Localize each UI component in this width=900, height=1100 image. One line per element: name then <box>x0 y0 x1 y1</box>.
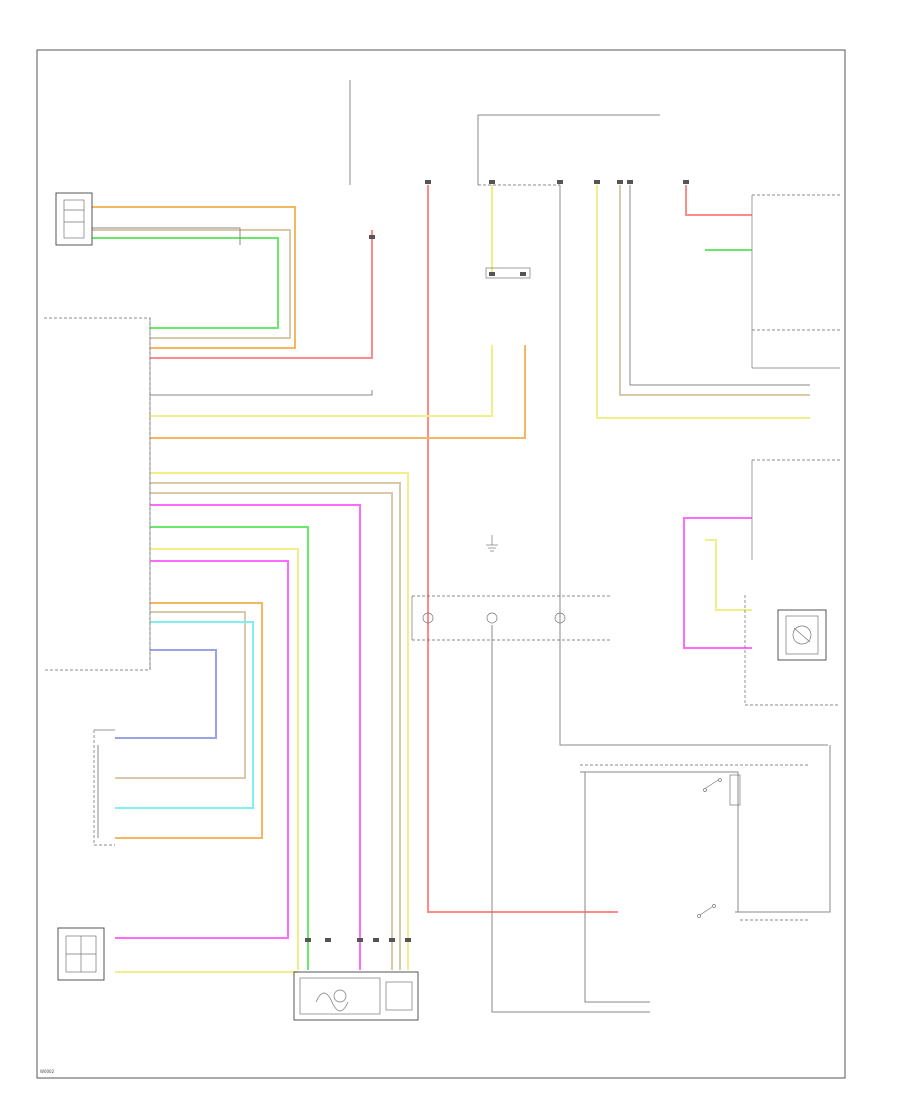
wire-yellow-1 <box>150 472 409 970</box>
diagram-frame <box>36 49 846 1079</box>
wire-yellow-5 <box>150 345 493 417</box>
wires <box>92 185 810 973</box>
wire-orange-top <box>92 206 296 349</box>
wire-tan-5 <box>92 229 291 339</box>
wire-gray-1 <box>559 185 828 746</box>
wire-magenta-1 <box>150 504 361 970</box>
wire-yellow-7 <box>705 539 752 611</box>
ground-symbol-center <box>486 535 498 552</box>
wire-green-2 <box>150 526 309 970</box>
wire-tan-1 <box>150 482 401 970</box>
wire-pink-right <box>685 185 752 216</box>
wire-orange-low <box>115 602 263 839</box>
wire-cyan <box>115 621 254 809</box>
wire-tan-3 <box>115 611 246 779</box>
throttle-body-assembly <box>293 971 419 1021</box>
wire-magenta-3 <box>683 517 752 649</box>
wire-gray-2 <box>150 390 373 396</box>
wire-pink-center <box>427 185 618 913</box>
wire-orange-mid <box>150 345 526 439</box>
switch-contact-3 <box>554 612 566 624</box>
wire-gray-6 <box>584 772 650 1003</box>
accelerator-pedal-sensor <box>93 729 115 846</box>
wire-gray-3 <box>92 227 241 245</box>
engine-control-module <box>44 317 151 671</box>
transmission-range-switch <box>751 459 840 560</box>
wire-gray-9 <box>735 745 831 913</box>
brake-pedal-switch <box>580 764 810 921</box>
instrument-panel-cluster <box>751 194 840 369</box>
cruise-control-switch-assembly <box>411 595 612 641</box>
footer-code: W0002 <box>40 1069 55 1074</box>
wire-blue <box>115 649 217 739</box>
wire-gray-7 <box>491 625 650 1013</box>
wire-magenta-2 <box>115 560 289 939</box>
connector-marks <box>305 180 689 942</box>
vehicle-speed-sensor <box>57 927 105 981</box>
wire-pink-top <box>150 230 373 359</box>
wire-yellow-2 <box>150 548 299 970</box>
switch-contact-1 <box>422 612 434 624</box>
wire-yellow-6 <box>596 185 810 419</box>
wire-gray-5 <box>580 771 739 912</box>
wire-gray-11 <box>477 114 660 185</box>
transmission-sensor <box>744 595 840 706</box>
wire-tan-2 <box>150 492 393 970</box>
wire-tan-4 <box>619 185 810 396</box>
wire-gray-4 <box>629 185 810 386</box>
data-link-connector <box>478 184 560 279</box>
gray-wires <box>92 80 831 1013</box>
switch-contact-2 <box>486 612 498 624</box>
wire-green-1 <box>92 237 279 329</box>
sensor-connector-top-left <box>55 192 93 246</box>
